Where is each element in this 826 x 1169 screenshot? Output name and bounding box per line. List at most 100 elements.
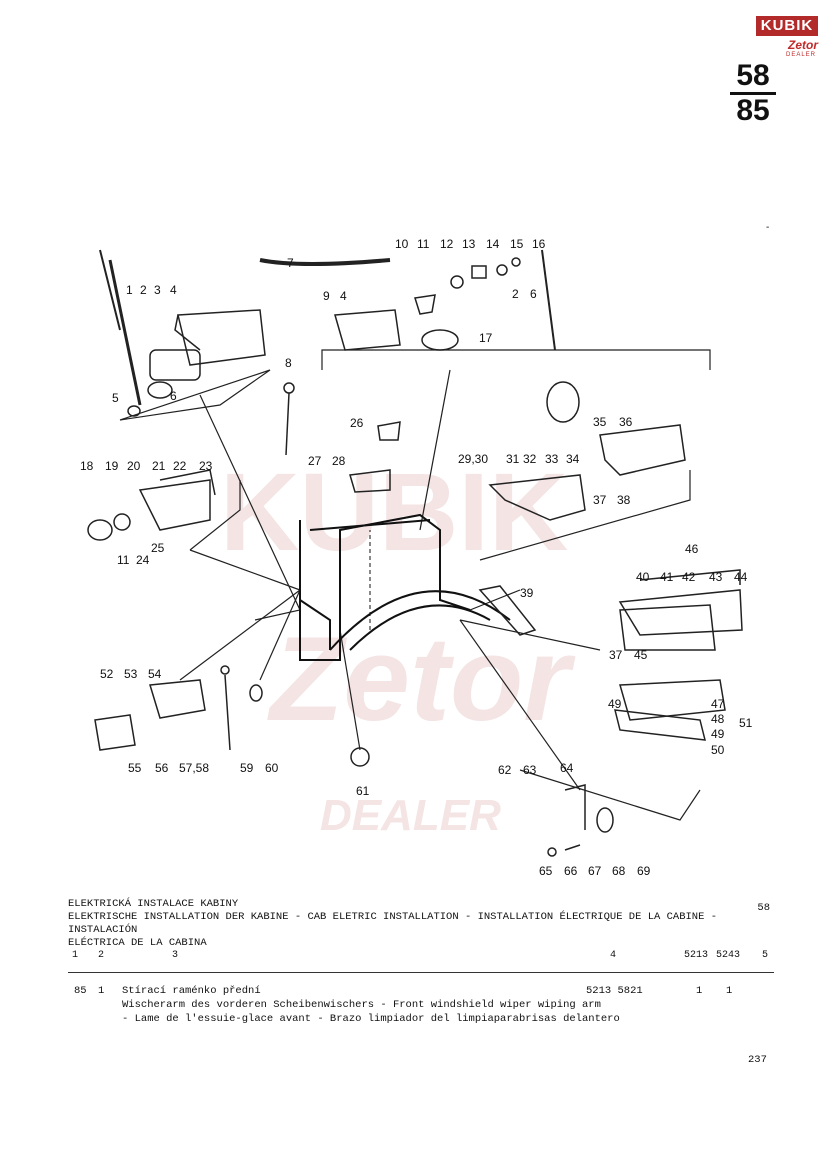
page-number: 237 xyxy=(748,1054,767,1066)
callout-11: 11 xyxy=(417,237,430,251)
callout-22: 22 xyxy=(173,459,187,473)
callout-46: 46 xyxy=(685,542,699,556)
callout-69: 69 xyxy=(637,864,651,878)
callout-6b: 6 xyxy=(530,287,537,301)
logo-sub-brand: Zetor xyxy=(788,38,818,52)
callout-4b: 4 xyxy=(340,289,347,303)
callout-2b: 2 xyxy=(512,287,519,301)
callout-3: 3 xyxy=(154,283,161,297)
callout-17: 17 xyxy=(479,331,493,345)
callout-52: 52 xyxy=(100,667,114,681)
callout-19: 19 xyxy=(105,459,119,473)
callout-9: 9 xyxy=(323,289,330,303)
header-col-3: 3 xyxy=(172,950,179,961)
row-name-cz: Stírací raménko přední xyxy=(122,985,261,997)
callout-37b: 37 xyxy=(609,648,623,662)
callout-29-30: 29,30 xyxy=(458,452,488,466)
callout-41: 41 xyxy=(660,570,674,584)
page-code: 58 85 xyxy=(728,60,778,127)
callout-63: 63 xyxy=(523,763,537,777)
callout-44: 44 xyxy=(734,570,748,584)
callout-32: 32 xyxy=(523,452,537,466)
header-col-5: 5 xyxy=(762,950,769,961)
callout-62: 62 xyxy=(498,763,512,777)
header-col-4: 4 xyxy=(610,950,617,961)
callout-35: 35 xyxy=(593,415,607,429)
callout-16: 16 xyxy=(532,237,546,251)
callout-67: 67 xyxy=(588,864,602,878)
callout-4: 4 xyxy=(170,283,177,297)
cab-frame xyxy=(299,513,511,661)
callout-10: 10 xyxy=(395,237,409,251)
callout-45: 45 xyxy=(634,648,648,662)
callout-8: 8 xyxy=(285,356,292,370)
table-header: 1 2 3 4 5213 5243 5 xyxy=(68,950,774,964)
callout-5: 5 xyxy=(112,391,119,405)
callout-24: 24 xyxy=(136,553,150,567)
margin-mark: - xyxy=(766,222,770,233)
callout-34: 34 xyxy=(566,452,580,466)
watermark: KUBIK Zetor DEALER xyxy=(220,451,576,840)
callout-37: 37 xyxy=(593,493,607,507)
figure-caption: ELEKTRICKÁ INSTALACE KABINY 58 ELEKTRISC… xyxy=(68,898,774,950)
exploded-parts-diagram: KUBIK Zetor DEALER xyxy=(80,237,753,878)
callout-33: 33 xyxy=(545,452,559,466)
callout-65: 65 xyxy=(539,864,553,878)
row-part-number: 5213 5821 xyxy=(586,985,643,997)
caption-sheet-number: 58 xyxy=(757,902,770,914)
callout-47: 47 xyxy=(711,697,725,711)
row-qty-5213: 1 xyxy=(696,985,703,997)
callout-13: 13 xyxy=(462,237,476,251)
callout-56: 56 xyxy=(155,761,169,775)
callout-57-58: 57,58 xyxy=(179,761,209,775)
callout-12: 12 xyxy=(440,237,454,251)
watermark-dealer: DEALER xyxy=(320,791,501,840)
table-rule xyxy=(68,972,774,973)
callout-68: 68 xyxy=(612,864,626,878)
callout-6: 6 xyxy=(170,389,177,403)
callout-60: 60 xyxy=(265,761,279,775)
callout-15: 15 xyxy=(510,237,524,251)
row-position: 1 xyxy=(98,985,105,997)
logo-tag: DEALER xyxy=(786,52,817,58)
watermark-kubik: KUBIK xyxy=(220,451,568,574)
row-name-multilingual-1: Wischerarm des vorderen Scheibenwischers… xyxy=(122,999,601,1011)
callout-43: 43 xyxy=(709,570,723,584)
kubik-zetor-logo: KUBIK Zetor DEALER xyxy=(756,14,818,66)
page-code-top: 58 xyxy=(736,59,770,92)
callout-20: 20 xyxy=(127,459,141,473)
callout-54: 54 xyxy=(148,667,162,681)
callout-36: 36 xyxy=(619,415,633,429)
callout-39: 39 xyxy=(520,586,534,600)
page-code-bottom: 85 xyxy=(736,94,770,127)
callout-42: 42 xyxy=(682,570,696,584)
callout-28: 28 xyxy=(332,454,346,468)
callout-31: 31 xyxy=(506,452,520,466)
callout-1: 1 xyxy=(126,283,133,297)
caption-title-multilingual: ELEKTRISCHE INSTALLATION DER KABINE - CA… xyxy=(68,911,718,936)
callout-23: 23 xyxy=(199,459,213,473)
row-name-multilingual-2: - Lame de l'essuie-glace avant - Brazo l… xyxy=(122,1013,620,1025)
callout-51: 51 xyxy=(739,716,753,730)
callout-2: 2 xyxy=(140,283,147,297)
callout-53: 53 xyxy=(124,667,138,681)
header-col-5243: 5243 xyxy=(716,950,741,961)
header-col-1: 1 xyxy=(72,950,79,961)
callout-48: 48 xyxy=(711,712,725,726)
callout-50: 50 xyxy=(711,743,725,757)
callout-26: 26 xyxy=(350,416,364,430)
header-col-5213: 5213 xyxy=(684,950,709,961)
callout-55: 55 xyxy=(128,761,142,775)
callout-64: 64 xyxy=(560,761,574,775)
callout-49b: 49 xyxy=(711,727,725,741)
caption-title-es: ELÉCTRICA DE LA CABINA xyxy=(68,937,207,949)
header-col-2: 2 xyxy=(98,950,105,961)
row-qty-5243: 1 xyxy=(726,985,733,997)
callout-14: 14 xyxy=(486,237,500,251)
part-sketches xyxy=(87,249,743,857)
row-group: 85 xyxy=(74,985,87,997)
callout-61: 61 xyxy=(356,784,370,798)
page-code-divider xyxy=(730,92,776,95)
callout-7: 7 xyxy=(287,256,294,270)
callouts: 1 2 3 4 5 6 7 8 9 4 10 11 12 13 14 15 16… xyxy=(80,237,753,878)
